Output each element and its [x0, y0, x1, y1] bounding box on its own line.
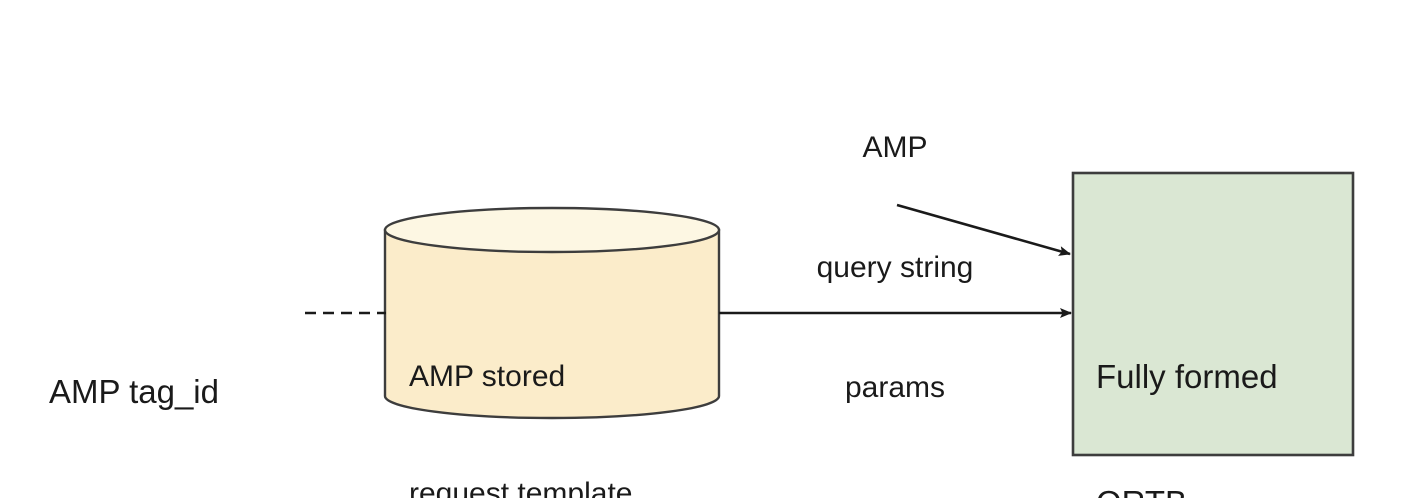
annotation-line1: AMP	[862, 131, 928, 164]
label-amp-tag-id-text: AMP tag_id	[49, 373, 219, 410]
cylinder-label-line2: request template	[409, 477, 633, 498]
cylinder-body	[383, 228, 721, 420]
annotation-line2: query string	[816, 251, 974, 284]
annotation-query-string-params: AMP query string params	[775, 48, 1015, 488]
label-amp-tag-id: AMP tag_id	[49, 292, 219, 492]
cylinder-top	[383, 206, 721, 254]
output-box-shape	[1071, 171, 1355, 457]
output-box-label-line2: ORTB	[1096, 482, 1278, 498]
annotation-line3: params	[844, 371, 946, 404]
cylinder-label-line1: AMP stored	[409, 360, 566, 393]
edge-params-to-ortb	[896, 203, 1071, 256]
cylinder-shape	[383, 206, 721, 420]
cylinder-label: AMP stored request template	[409, 279, 632, 498]
output-box-label-line1: Fully formed	[1096, 358, 1278, 395]
output-box-label: Fully formed ORTB	[1096, 272, 1278, 498]
